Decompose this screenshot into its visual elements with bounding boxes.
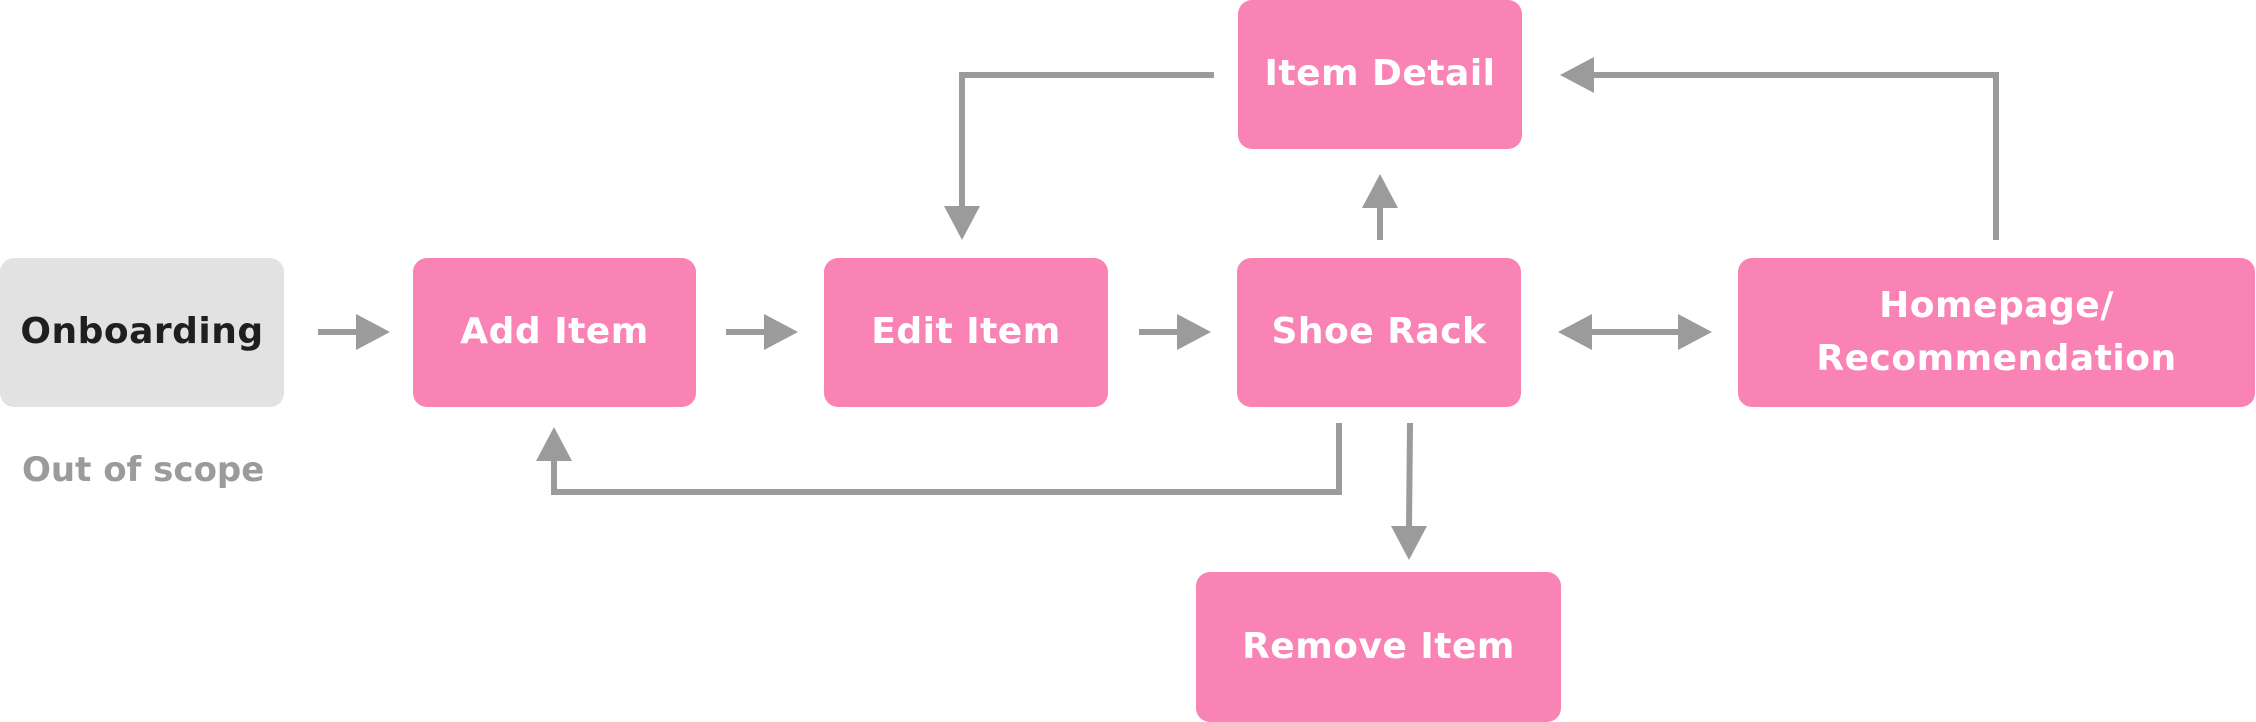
onboarding-node: Onboarding bbox=[0, 258, 284, 407]
arrow-edit-item-to-shoe-rack bbox=[1139, 314, 1211, 350]
arrow-shoe-rack-to-add-item bbox=[536, 423, 1342, 495]
onboarding-label: Onboarding bbox=[20, 311, 264, 353]
arrow-onboarding-to-add-item bbox=[318, 314, 390, 350]
arrow-homepage-to-item-detail bbox=[1560, 57, 1999, 240]
add-item-node: Add Item bbox=[413, 258, 696, 407]
edit-item-node: Edit Item bbox=[824, 258, 1108, 407]
arrow-shoe-rack-homepage-bidirectional bbox=[1558, 314, 1712, 350]
homepage-recommendation-label: Homepage/ Recommendation bbox=[1816, 285, 2177, 379]
arrow-shoe-rack-to-item-detail bbox=[1362, 174, 1398, 240]
arrow-item-detail-to-edit-item bbox=[944, 72, 1214, 240]
add-item-label: Add Item bbox=[460, 311, 649, 353]
out-of-scope-note: Out of scope bbox=[22, 450, 265, 490]
remove-item-label: Remove Item bbox=[1242, 625, 1515, 667]
item-detail-node: Item Detail bbox=[1238, 0, 1522, 149]
shoe-rack-node: Shoe Rack bbox=[1237, 258, 1521, 407]
arrow-add-item-to-edit-item bbox=[726, 314, 798, 350]
remove-item-node: Remove Item bbox=[1196, 572, 1561, 722]
edit-item-label: Edit Item bbox=[871, 311, 1061, 353]
arrow-shoe-rack-to-remove-item bbox=[1391, 422, 1427, 560]
shoe-rack-label: Shoe Rack bbox=[1271, 311, 1487, 353]
homepage-recommendation-node: Homepage/ Recommendation bbox=[1738, 258, 2255, 407]
item-detail-label: Item Detail bbox=[1264, 53, 1496, 95]
